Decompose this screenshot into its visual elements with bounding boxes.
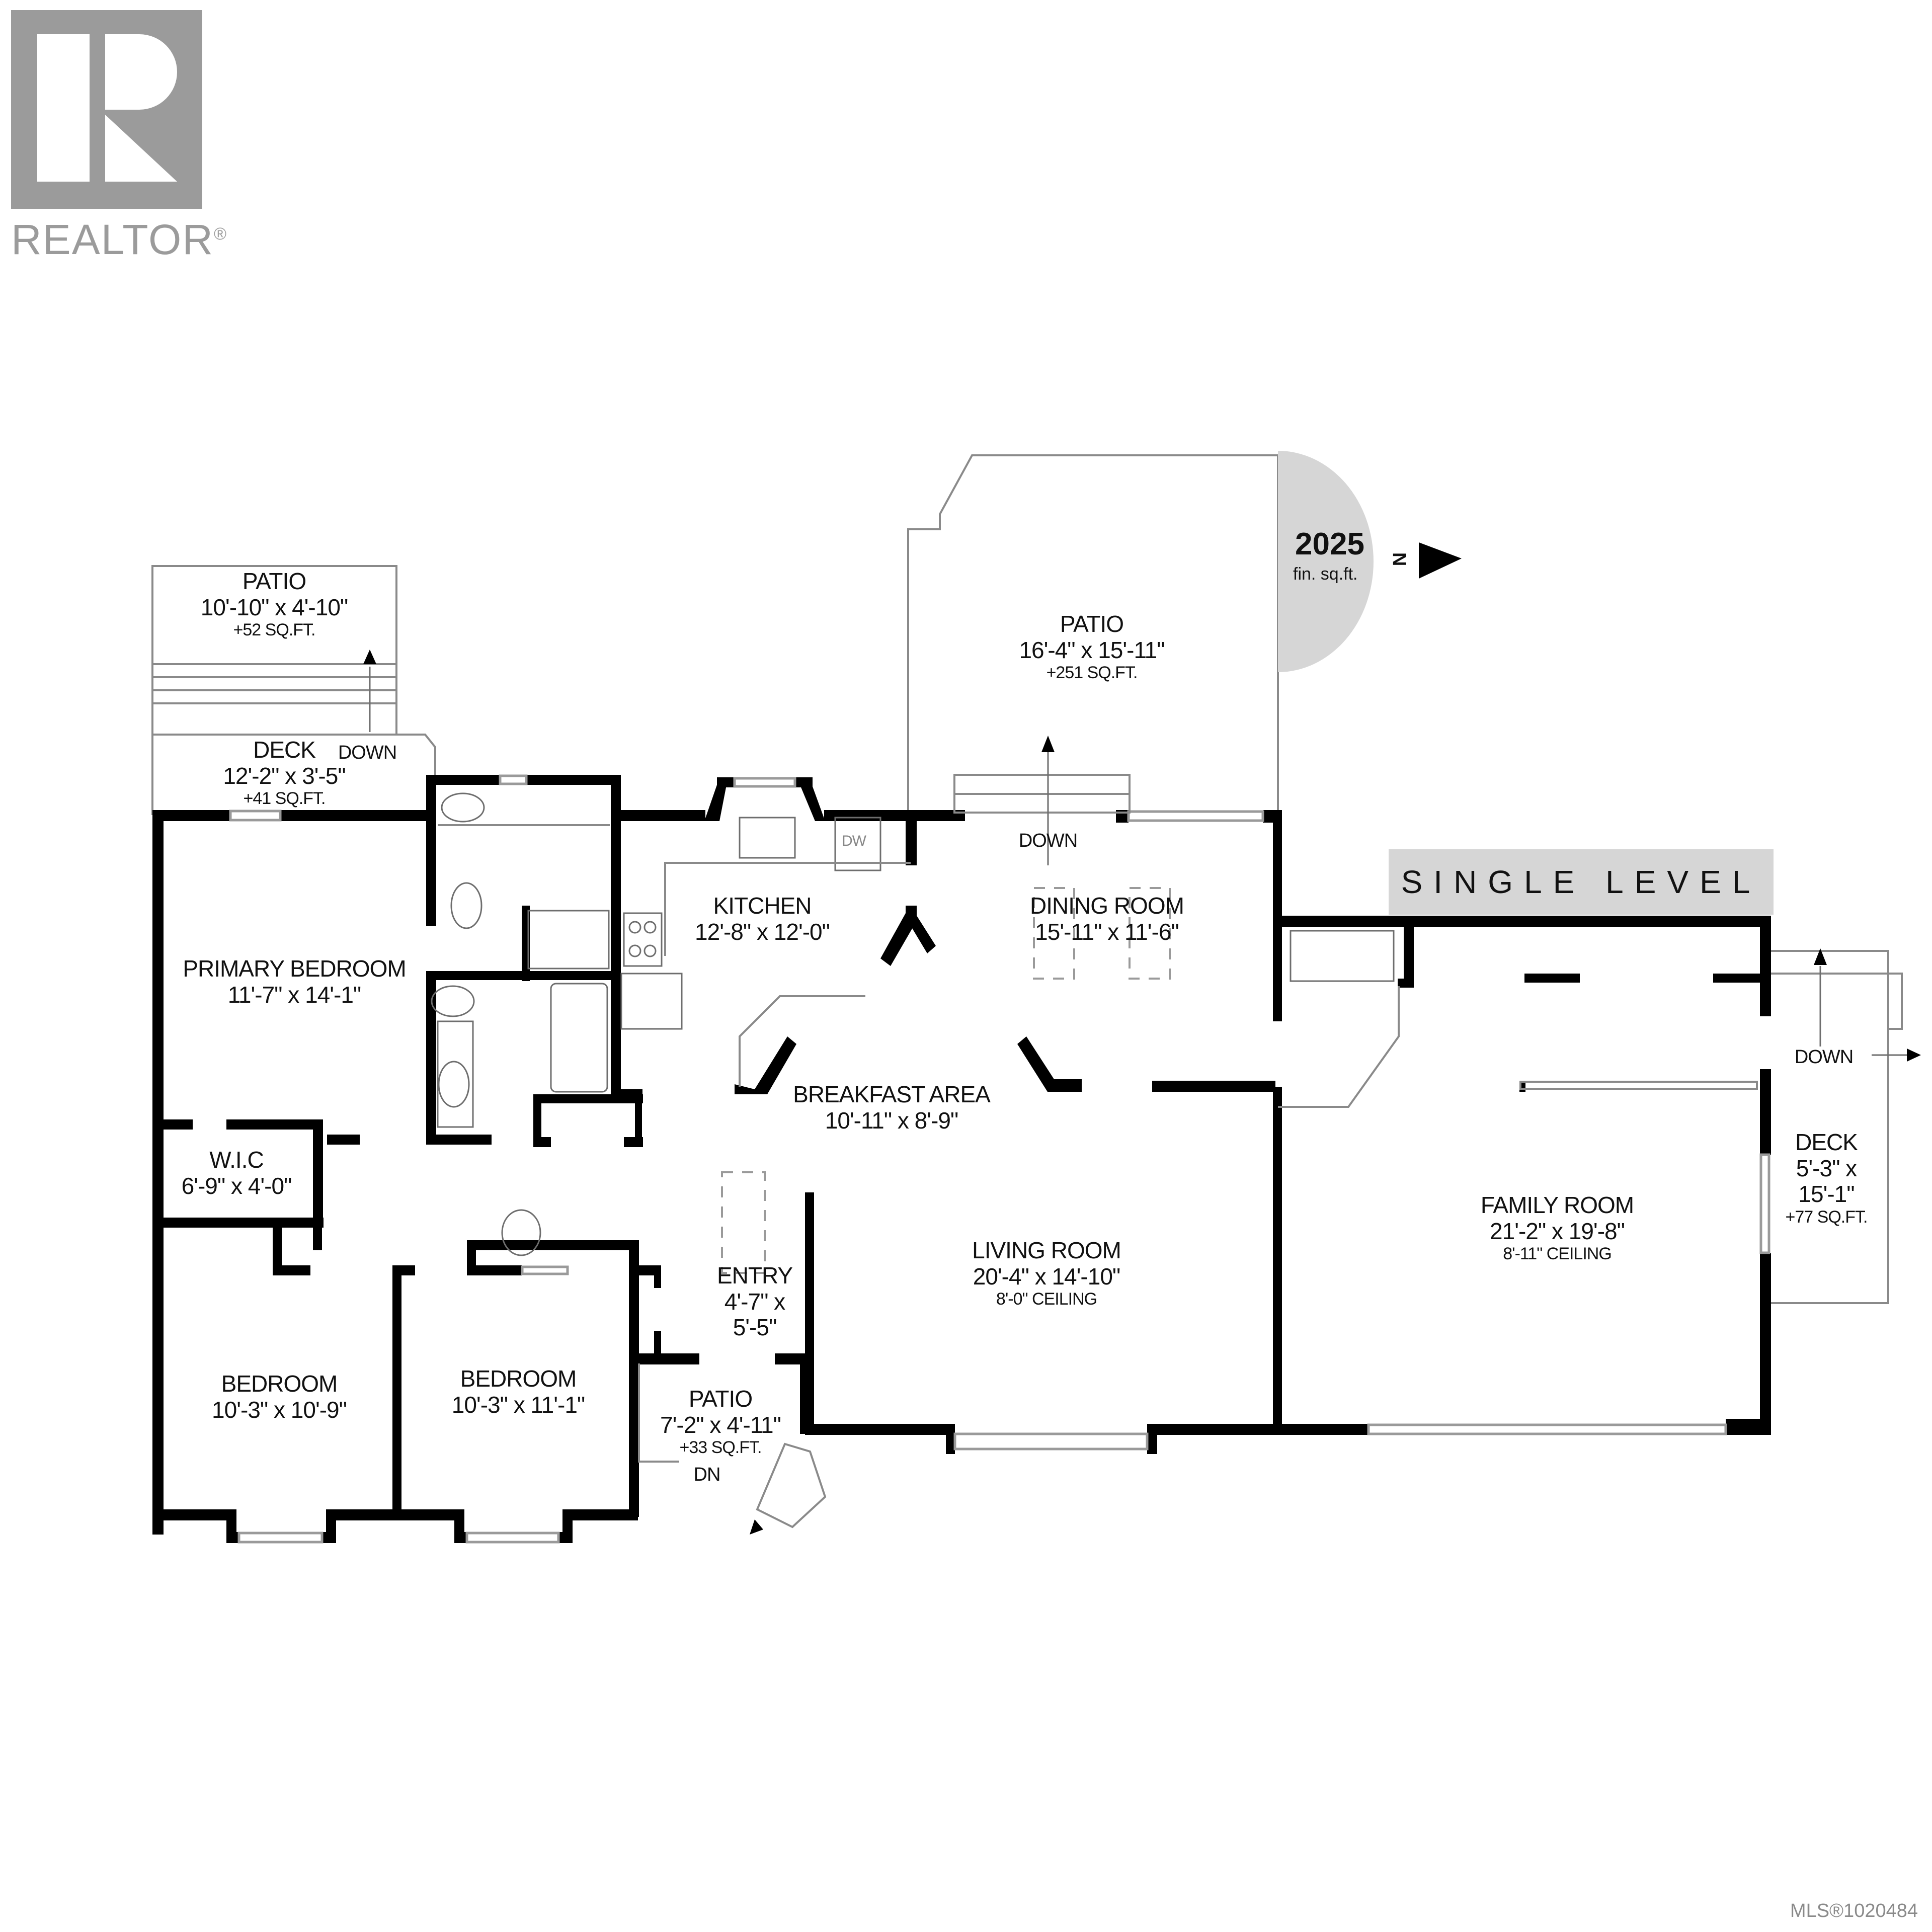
shower-icon — [527, 910, 610, 970]
stair-arrow-icon — [1907, 1049, 1921, 1062]
bathtub-icon — [550, 983, 608, 1093]
north-arrow-icon — [1419, 542, 1462, 579]
kitchen-sink-icon — [739, 817, 796, 859]
dining-chair-outline — [1033, 887, 1075, 980]
washer-dryer-icon — [1290, 930, 1395, 982]
north-label: N — [1390, 552, 1411, 567]
level-badge: SINGLE LEVEL — [1389, 849, 1774, 915]
windows — [229, 774, 1770, 1544]
down-label-deck-e: DOWN — [1794, 1046, 1854, 1068]
stair-arrow-icon — [750, 1519, 763, 1535]
sink-icon — [438, 1061, 470, 1108]
realtor-logo: REALTOR® — [11, 10, 226, 263]
walls — [152, 775, 1771, 1543]
toilet-icon — [450, 882, 482, 929]
finished-area-value: 2025 — [1295, 527, 1364, 561]
dn-label-patio-s: DN — [693, 1464, 721, 1485]
down-label-dining: DOWN — [1018, 830, 1078, 851]
stove-icon — [623, 912, 663, 967]
tub-round-icon — [441, 792, 485, 823]
down-label-deck-nw: DOWN — [338, 742, 397, 763]
realtor-wordmark: REALTOR® — [11, 216, 228, 263]
realtor-r-logo-icon — [11, 10, 202, 209]
stair-arrow-icon — [1814, 948, 1827, 965]
stair-arrow-icon — [363, 650, 376, 664]
finished-area-unit: fin. sq.ft. — [1293, 565, 1358, 584]
area-badge-shape — [1278, 451, 1374, 672]
dishwasher-label: DW — [842, 833, 866, 849]
mls-number: MLS®1020484 — [1790, 1900, 1918, 1921]
dining-chair-outline — [1129, 887, 1171, 980]
fixtures — [431, 736, 1921, 1535]
stair-arrow-icon — [1041, 736, 1055, 752]
toilet-icon — [431, 985, 475, 1017]
area-badge: 2025 fin. sq.ft. — [1278, 451, 1411, 672]
